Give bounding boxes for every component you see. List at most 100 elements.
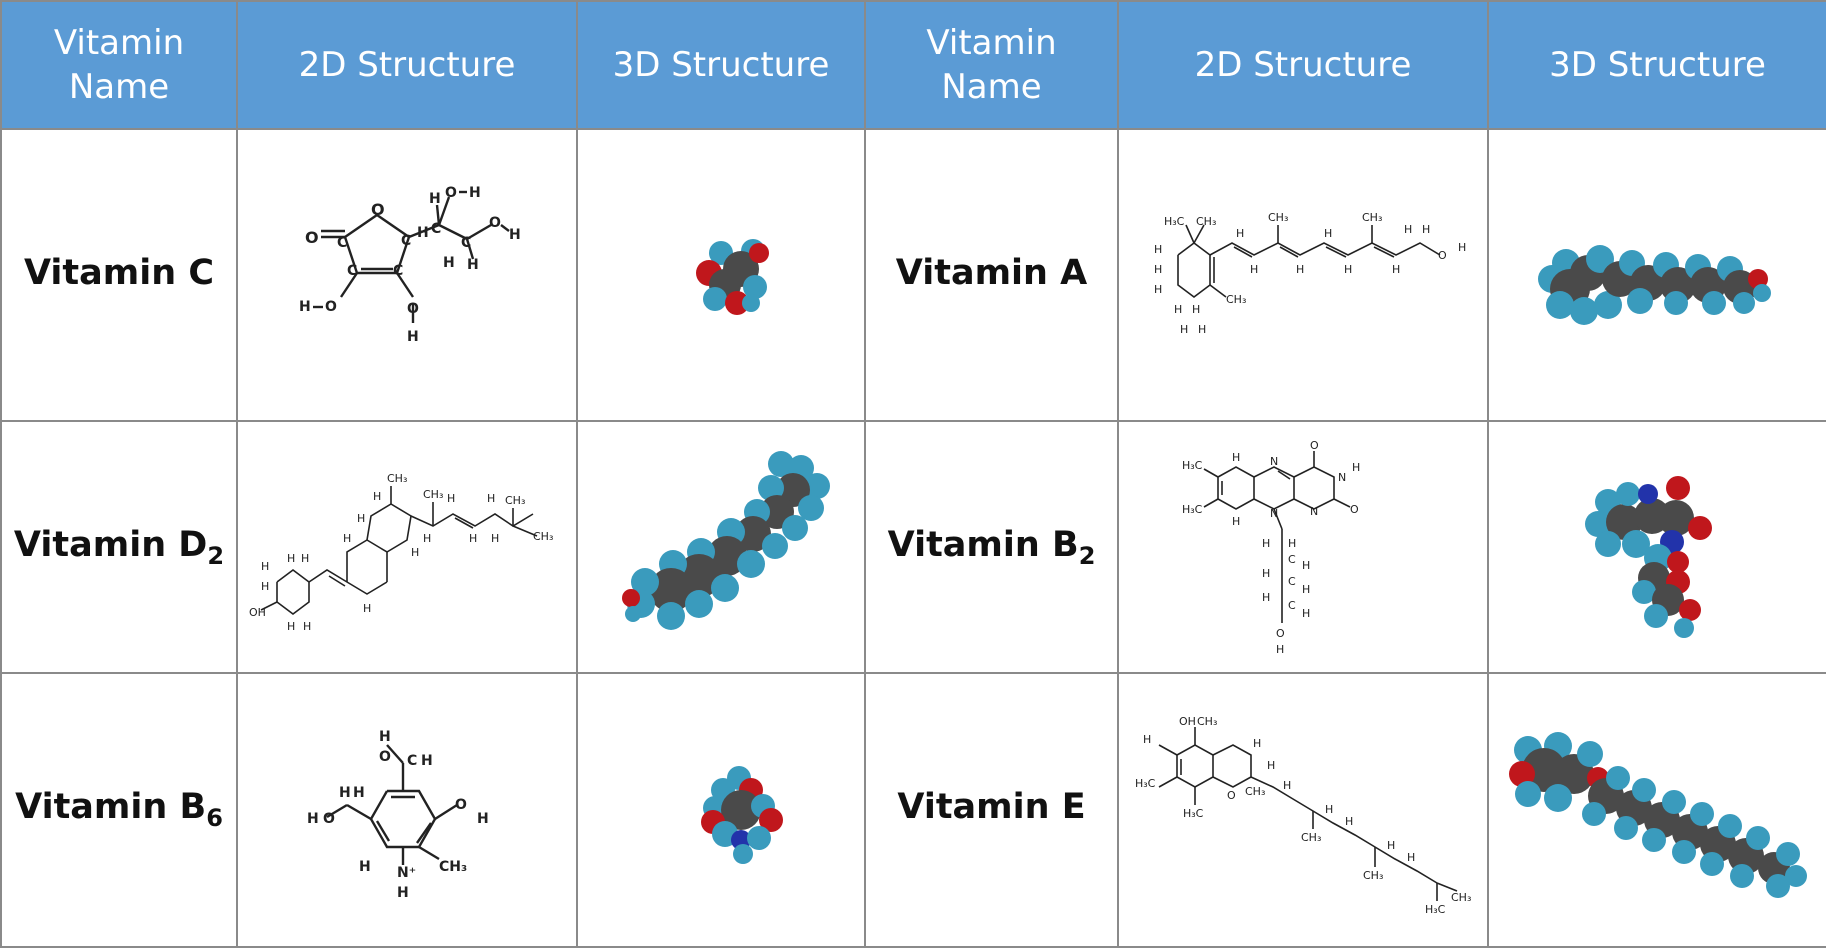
atom-label: H [447, 492, 455, 505]
atom-label: H [287, 552, 295, 565]
space-filling-model [696, 239, 769, 316]
atom-label: H [423, 532, 431, 545]
atom-label: H [303, 620, 311, 633]
atom-label: H₃C [1183, 807, 1204, 820]
vitamin-d2-3d-structure [576, 420, 866, 674]
atom-label: H [307, 811, 319, 827]
atom-label: H [491, 532, 499, 545]
atom-label: H [487, 492, 495, 505]
vitamin-b6-2d-structure: H O C H H H H O O H CH₃ H N⁺ H [236, 671, 578, 948]
atom-label: H [261, 560, 269, 573]
atom-label: CH₃ [1197, 715, 1217, 728]
atom-label: O [305, 228, 319, 247]
space-filling-model [1508, 731, 1807, 898]
atom-label: CH₃ [1226, 293, 1246, 306]
atom-label: H [1407, 851, 1415, 864]
space-filling-model [701, 765, 783, 864]
table-row: Vitamin D2 OH CH₃ CH₃ [0, 420, 1826, 674]
atom-label: C [1288, 599, 1296, 612]
atom-label: C [347, 263, 357, 279]
atom-label: H₃C [1164, 215, 1185, 228]
atom-label: H [1154, 263, 1162, 276]
atom-label: O [1438, 249, 1447, 262]
atom-label: H [1324, 227, 1332, 240]
atom-label: H [343, 532, 351, 545]
atom-label: H [1392, 263, 1400, 276]
atom-label: O [371, 200, 385, 219]
atom-label: H [1344, 263, 1352, 276]
atom-label: C [401, 233, 411, 249]
table-row: Vitamin B6 H O C H H H H O O [0, 671, 1826, 948]
header-2d-structure-left: 2D Structure [236, 0, 578, 130]
atom-label: H [397, 885, 409, 901]
atom-label: CH₃ [423, 488, 443, 501]
atom-label: H [1302, 607, 1310, 620]
atom-label: O [1227, 789, 1236, 802]
atom-label: H [509, 227, 521, 243]
atom-label: H [299, 299, 311, 315]
atom-label: C [461, 235, 471, 251]
atom-label: H [1262, 537, 1270, 550]
header-2d-structure-right: 2D Structure [1117, 0, 1489, 130]
atom-label: O [1310, 439, 1319, 452]
atom-label: H [1325, 803, 1333, 816]
atom-label: H [1262, 591, 1270, 604]
vitamin-b2-2d-diagram: H₃C H₃C N N N N H O O H H H H C H H C [1182, 439, 1360, 656]
vitamin-b6-3d-model [701, 765, 783, 864]
vitamin-a-2d-structure: H₃C CH₃ CH₃ CH₃ CH₃ O H H H H H H H H H … [1117, 127, 1489, 423]
atom-label: H [339, 785, 351, 801]
vitamin-e-2d-structure: H OH CH₃ H₃C H₃C O CH₃ H H CH₃ CH₃ H₃C C… [1117, 671, 1489, 948]
atom-label: N [1270, 455, 1278, 468]
vitamin-c-2d-diagram: O O C C C C H O O H H C H O H [299, 185, 521, 345]
atom-label: H [469, 185, 481, 201]
table-row: Vitamin C O O [0, 127, 1826, 423]
atom-label: CH₃ [505, 494, 525, 507]
atom-label: O [323, 811, 335, 827]
atom-label: CH₃ [1196, 215, 1216, 228]
vitamin-a-name: Vitamin A [864, 127, 1119, 423]
atom-label: H [1232, 451, 1240, 464]
atom-label: H [421, 753, 433, 769]
atom-label: O [1350, 503, 1359, 516]
atom-label: H [1192, 303, 1200, 316]
atom-label: H [467, 257, 479, 273]
atom-label: H₃C [1182, 503, 1203, 516]
atom-label: H [1262, 567, 1270, 580]
vitamin-b6-2d-diagram: H O C H H H H O O H CH₃ H N⁺ H [307, 729, 489, 901]
atom-label: N [1338, 471, 1346, 484]
space-filling-model [622, 451, 830, 631]
atom-label: H [353, 785, 365, 801]
vitamin-d2-3d-model [622, 451, 830, 631]
atom-label: H [1458, 241, 1466, 254]
atom-label: O [407, 301, 419, 317]
atom-label: H [373, 490, 381, 503]
atom-label: CH₃ [533, 530, 553, 543]
atom-label: C [337, 235, 347, 251]
vitamin-a-2d-diagram: H₃C CH₃ CH₃ CH₃ CH₃ O H H H H H H H H H … [1154, 211, 1466, 336]
atom-label: O [379, 749, 391, 765]
atom-label: H [1232, 515, 1240, 528]
atom-label: H [1302, 559, 1310, 572]
atom-label: H [1253, 737, 1261, 750]
atom-label: H [1283, 779, 1291, 792]
atom-label: C [1288, 553, 1296, 566]
atom-label: CH₃ [387, 472, 407, 485]
atom-label: H [1267, 759, 1275, 772]
vitamin-d2-2d-diagram: OH CH₃ CH₃ CH₃ CH₃ H H H H H H H H H H H [249, 472, 553, 633]
atom-label: H [429, 191, 441, 207]
vitamin-e-name: Vitamin E [864, 671, 1119, 948]
vitamin-b6-3d-structure [576, 671, 866, 948]
vitamin-b2-3d-model [1584, 476, 1712, 639]
atom-label: H [1154, 243, 1162, 256]
atom-label: H [1143, 733, 1151, 746]
atom-label: H [1302, 583, 1310, 596]
vitamin-a-3d-model [1537, 245, 1771, 326]
atom-label: CH₃ [1362, 211, 1382, 224]
atom-label: H [477, 811, 489, 827]
vitamin-c-3d-model [696, 239, 769, 316]
vitamin-e-2d-diagram: H OH CH₃ H₃C H₃C O CH₃ H H CH₃ CH₃ H₃C C… [1135, 715, 1471, 916]
